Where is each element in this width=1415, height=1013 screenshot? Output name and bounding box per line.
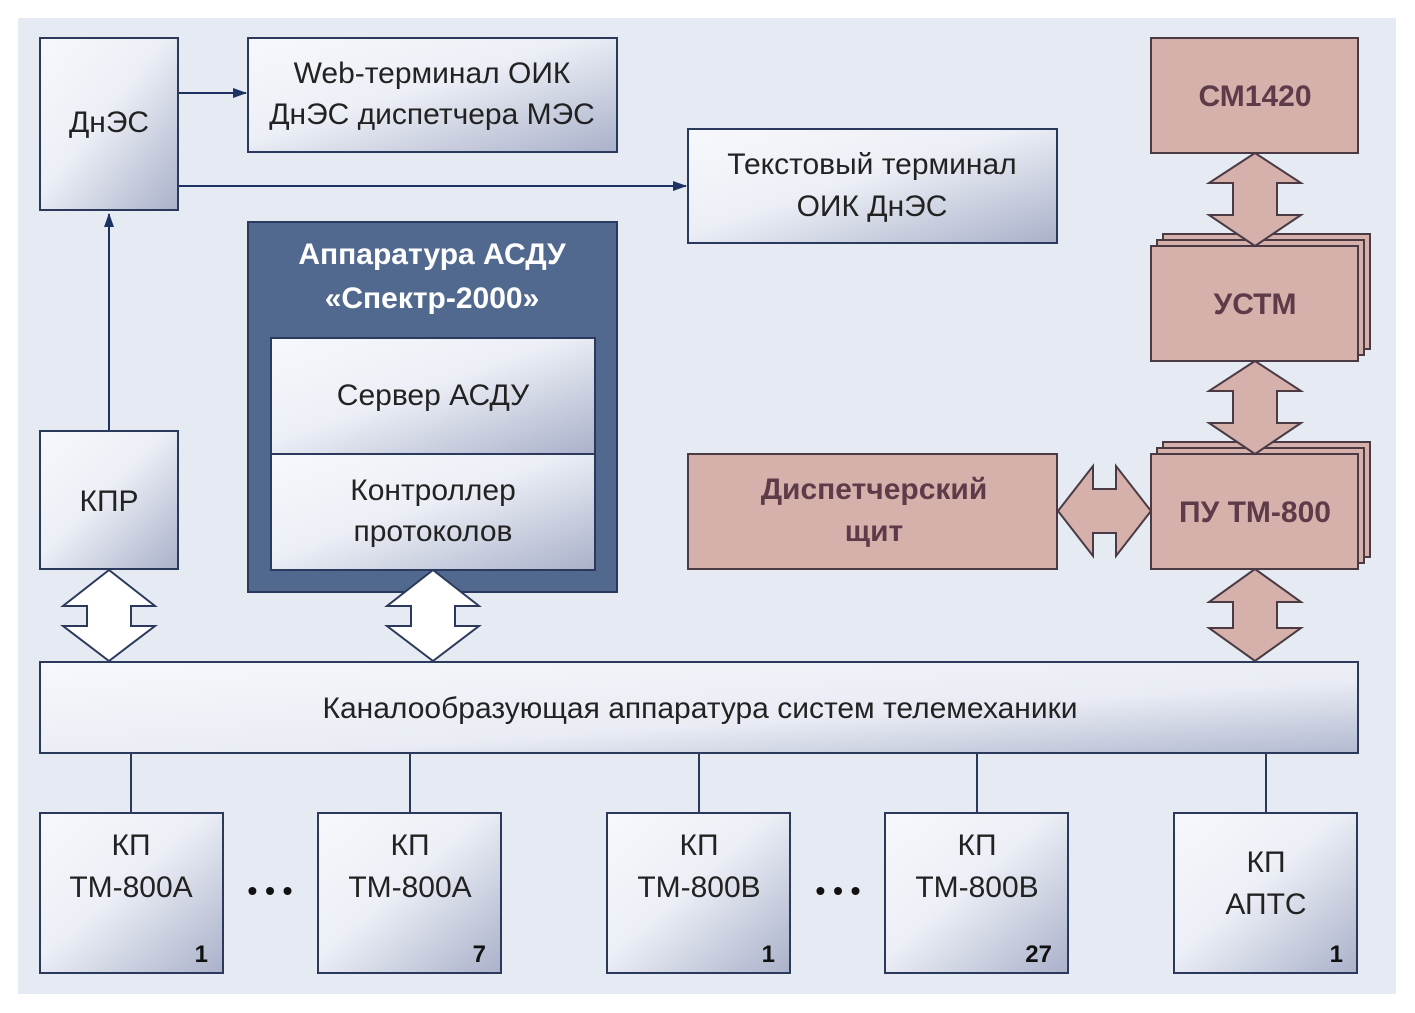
dispatch-panel-line2: щит [845,515,903,548]
ellipsis-group-a: • • • [248,875,293,906]
kp-a1-number: 1 [195,941,208,968]
asdu-server-label: Сервер АСДУ [337,379,530,412]
node-dnes: ДнЭС [39,37,179,211]
node-kp-b1: КП ТМ-800В 1 [606,812,791,974]
dnes-label: ДнЭС [69,106,149,139]
asdu-server-box [270,337,596,455]
kp-b27-line2: ТМ-800В [915,871,1038,904]
asdu-title-line1: Аппаратура АСДУ [298,238,566,271]
node-kp-b27: КП ТМ-800В 27 [884,812,1069,974]
node-ustm: УСТМ [1150,233,1371,362]
ellipsis-group-b: • • • [816,875,861,906]
node-channel-equipment: Каналообразующая аппаратура систем телем… [39,661,1359,754]
asdu-controller-box [270,453,596,571]
kpr-label: КПР [79,485,138,518]
node-kp-a1: КП ТМ-800А 1 [39,812,224,974]
node-cm1420: СМ1420 [1150,37,1359,154]
node-pu-tm800: ПУ ТМ-800 [1150,441,1371,570]
kp-b1-number: 1 [762,941,775,968]
pu-tm800-label: ПУ ТМ-800 [1179,496,1331,529]
connectors [104,88,687,430]
arrow-cm1420-ustm [1205,151,1305,248]
kp-a1-line1: КП [111,829,150,862]
kp-a7-number: 7 [473,941,486,968]
ustm-label: УСТМ [1214,288,1297,321]
node-dispatch-panel: Диспетчерский щит [687,453,1058,570]
asdu-controller-line2: протоколов [354,515,513,548]
node-kpr: КПР [39,430,179,570]
web-terminal-line1: Web-терминал ОИК [294,57,571,90]
web-terminal-line2: ДнЭС диспетчера МЭС [269,98,595,131]
node-kp-apts: КП АПТС 1 [1173,812,1358,974]
dispatch-panel-line1: Диспетчерский [761,473,988,506]
node-text-terminal: Текстовый терминал ОИК ДнЭС [687,128,1058,244]
arrow-panel-pu [1056,463,1153,559]
channel-label: Каналообразующая аппаратура систем телем… [322,692,1077,725]
kp-b1-line1: КП [679,829,718,862]
text-terminal-line1: Текстовый терминал [727,148,1016,181]
node-asdu: Аппаратура АСДУ «Спектр-2000» Сервер АСД… [247,221,618,593]
asdu-title-line2: «Спектр-2000» [325,282,540,315]
text-terminal-line2: ОИК ДнЭС [797,190,948,223]
kp-apts-number: 1 [1330,941,1343,968]
node-kp-a7: КП ТМ-800А 7 [317,812,502,974]
cm1420-label: СМ1420 [1199,80,1312,113]
asdu-controller-line1: Контроллер [350,474,516,507]
arrow-ustm-pu [1205,359,1305,456]
kp-apts-line1: КП [1246,846,1285,879]
kp-b27-number: 27 [1025,941,1052,968]
kp-apts-line2: АПТС [1225,888,1306,921]
kp-a7-line2: ТМ-800А [348,871,471,904]
bus-drops [130,753,1267,812]
kp-a7-line1: КП [390,829,429,862]
kp-b27-line1: КП [957,829,996,862]
node-web-terminal: Web-терминал ОИК ДнЭС диспетчера МЭС [247,37,618,153]
kp-b1-line2: ТМ-800В [637,871,760,904]
kp-a1-line2: ТМ-800А [69,871,192,904]
